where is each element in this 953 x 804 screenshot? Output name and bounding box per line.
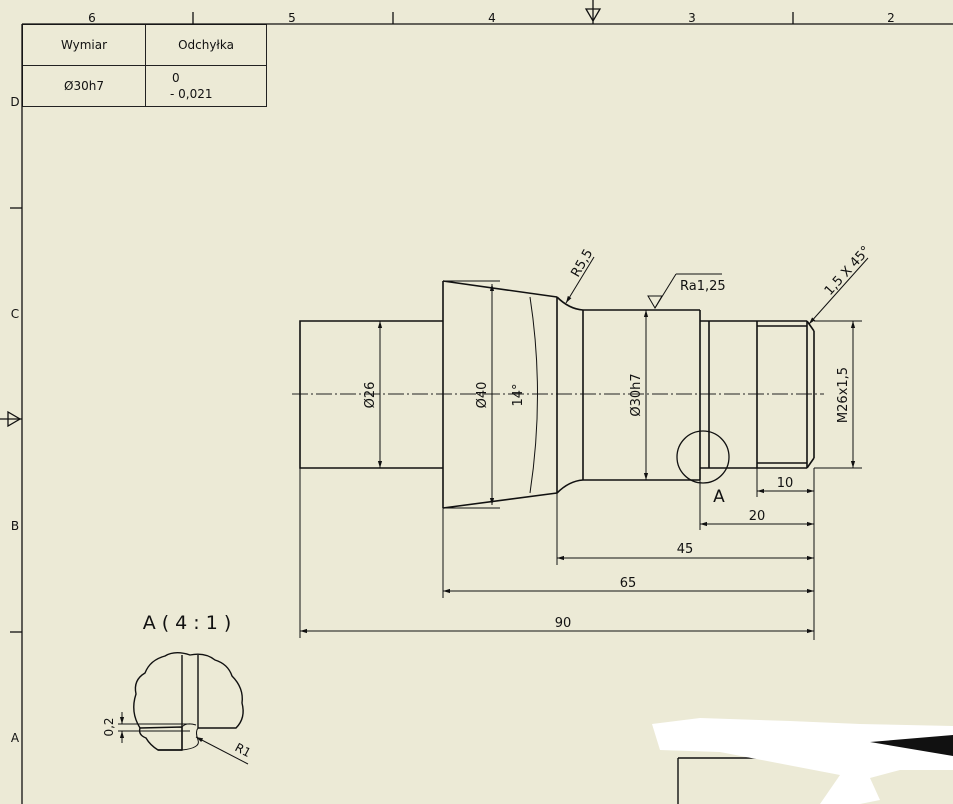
dim-dia-26: Ø26 (363, 382, 378, 409)
dim-roughness: Ra1,25 (680, 279, 726, 294)
deviation-lower: - 0,021 (170, 87, 213, 101)
detail-circle-a (676, 430, 730, 484)
deviation-upper: 0 (172, 71, 180, 85)
detail-depth-label: 0,2 (102, 717, 116, 736)
dim-radius: R5,5 (568, 247, 596, 280)
table-header-deviation: Odchyłka (145, 24, 267, 66)
detail-view (133, 652, 244, 751)
table-header-dimension: Wymiar (22, 24, 146, 66)
zone-label-D: D (10, 95, 19, 109)
zone-label-A: A (11, 731, 20, 745)
detail-radius-label: R1 (233, 740, 254, 760)
zone-label-B: B (11, 519, 19, 533)
dim-len-10: 10 (777, 476, 794, 491)
dim-len-20: 20 (749, 509, 766, 524)
dim-len-45: 45 (677, 542, 694, 557)
diameter-dimensions (377, 280, 862, 509)
length-dimensions (299, 468, 815, 640)
detail-ref-label: A (713, 487, 725, 507)
zone-label-2: 2 (887, 11, 895, 25)
dim-angle-14: 14° (511, 383, 526, 406)
tolerance-table: Wymiar Odchyłka Ø30h7 0 - 0,021 (22, 24, 267, 107)
zone-label-5: 5 (288, 11, 296, 25)
dim-chamfer: 1,5 X 45° (822, 243, 874, 298)
dim-thread: M26x1,5 (836, 367, 851, 423)
detail-dimensions (118, 712, 249, 765)
zone-label-4: 4 (488, 11, 496, 25)
zone-label-C: C (11, 307, 19, 321)
shaft-profile (299, 280, 815, 509)
dim-dia-40: Ø40 (475, 382, 490, 409)
zone-labels: 6 5 4 3 2 D C B A (10, 11, 894, 745)
detail-view-title: A ( 4 : 1 ) (143, 612, 232, 634)
table-cell-deviation: 0 - 0,021 (145, 65, 267, 107)
dim-dia-30h7: Ø30h7 (629, 373, 644, 416)
dim-len-65: 65 (620, 576, 637, 591)
table-row: Ø30h7 0 - 0,021 (22, 65, 267, 107)
zone-label-6: 6 (88, 11, 96, 25)
dim-len-90: 90 (555, 616, 572, 631)
zone-label-3: 3 (688, 11, 696, 25)
title-block-corner (652, 718, 953, 804)
roughness-symbol (647, 273, 722, 309)
